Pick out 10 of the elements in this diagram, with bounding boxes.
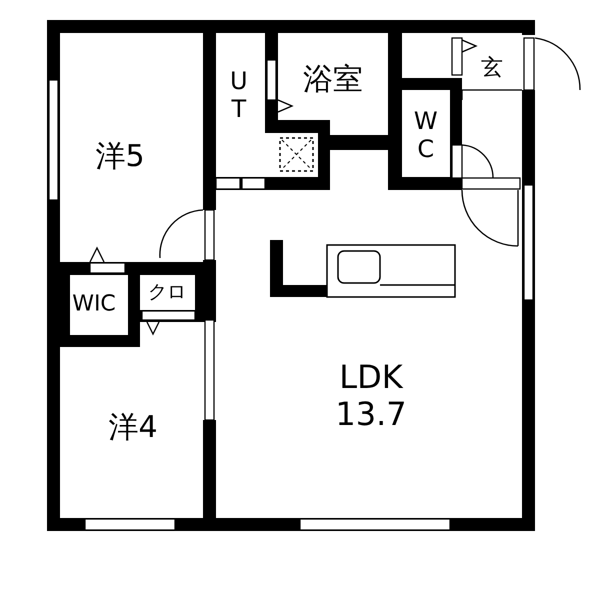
room-label: クロ [148, 282, 186, 304]
room-label: 玄 [481, 55, 503, 81]
room-label: 洋4 [108, 410, 158, 446]
room-label: 13.7 [335, 396, 407, 433]
room-label: 浴室 [303, 62, 363, 98]
room-label: WIC [72, 291, 116, 317]
room-label: LDK [338, 359, 404, 396]
room-label: UT [224, 67, 252, 123]
room-label: 洋5 [95, 140, 145, 174]
room-label: WC [411, 107, 439, 163]
